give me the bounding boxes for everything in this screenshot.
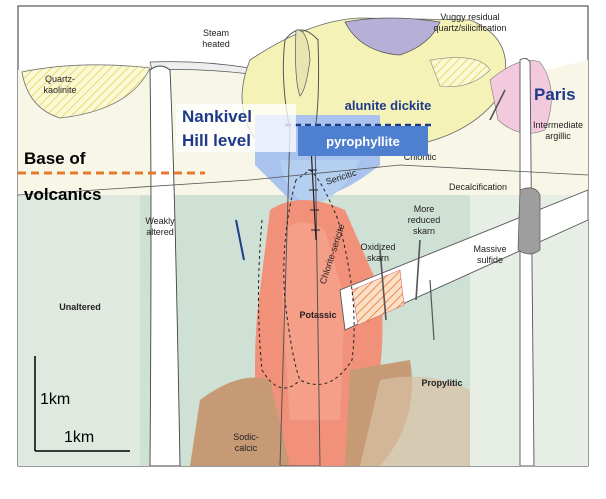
label-weakly-altered-1: Weakly (145, 216, 175, 226)
label-more-reduced-skarn-2: reduced (408, 215, 441, 225)
svg-text:kaolinite: kaolinite (43, 85, 76, 95)
unaltered-zone (18, 195, 140, 466)
svg-text:altered: altered (146, 227, 174, 237)
label-quartz-kaolinite-2: kaolinite (43, 85, 76, 95)
label-weakly-altered-2: altered (146, 227, 174, 237)
label-intermediate-argillic-2: argillic (545, 131, 571, 141)
label-nankivel-2: Hill level (182, 131, 251, 150)
svg-text:Steam: Steam (203, 28, 229, 38)
label-alunite-dickite: alunite dickite (345, 98, 432, 113)
svg-text:skarn: skarn (367, 253, 389, 263)
svg-text:Sodic-: Sodic- (233, 432, 259, 442)
label-massive-sulfide-2: sulfide (477, 255, 503, 265)
svg-text:More: More (414, 204, 435, 214)
label-vuggy-2: quartz/silicification (433, 23, 506, 33)
label-vuggy-1: Vuggy residual (440, 12, 499, 22)
label-more-reduced-skarn-3: skarn (413, 226, 435, 236)
label-base-of-volcanics-2: volcanics (24, 185, 102, 204)
svg-text:reduced: reduced (408, 215, 441, 225)
svg-text:skarn: skarn (413, 226, 435, 236)
svg-text:Intermediate: Intermediate (533, 120, 583, 130)
label-more-reduced-skarn-1: More (414, 204, 435, 214)
label-massive-sulfide-1: Massive (473, 244, 506, 254)
label-propylitic: Propylitic (421, 378, 462, 388)
label-steam-heated-1: Steam (203, 28, 229, 38)
label-scale-horizontal: 1km (64, 429, 94, 446)
label-scale-vertical: 1km (40, 391, 70, 408)
svg-text:Oxidized: Oxidized (360, 242, 395, 252)
label-quartz-kaolinite-1: Quartz- (45, 74, 75, 84)
label-oxidized-skarn-1: Oxidized (360, 242, 395, 252)
label-pyrophyllite: pyrophyllite (326, 134, 400, 149)
label-intermediate-argillic-1: Intermediate (533, 120, 583, 130)
svg-text:heated: heated (202, 39, 230, 49)
label-steam-heated-2: heated (202, 39, 230, 49)
label-potassic: Potassic (299, 310, 336, 320)
svg-text:Weakly: Weakly (145, 216, 175, 226)
svg-text:sulfide: sulfide (477, 255, 503, 265)
svg-text:argillic: argillic (545, 131, 571, 141)
svg-text:Quartz-: Quartz- (45, 74, 75, 84)
label-decalcification: Decalcification (449, 182, 507, 192)
label-oxidized-skarn-2: skarn (367, 253, 389, 263)
label-paris: Paris (534, 85, 576, 104)
label-sodic-calcic-1: Sodic- (233, 432, 259, 442)
label-unaltered: Unaltered (59, 302, 101, 312)
label-base-of-volcanics-1: Base of (24, 149, 86, 168)
label-nankivel-1: Nankivel (182, 107, 252, 126)
svg-text:quartz/silicification: quartz/silicification (433, 23, 506, 33)
label-sodic-calcic-2: calcic (235, 443, 258, 453)
svg-text:Vuggy residual: Vuggy residual (440, 12, 499, 22)
svg-text:calcic: calcic (235, 443, 258, 453)
svg-text:Massive: Massive (473, 244, 506, 254)
